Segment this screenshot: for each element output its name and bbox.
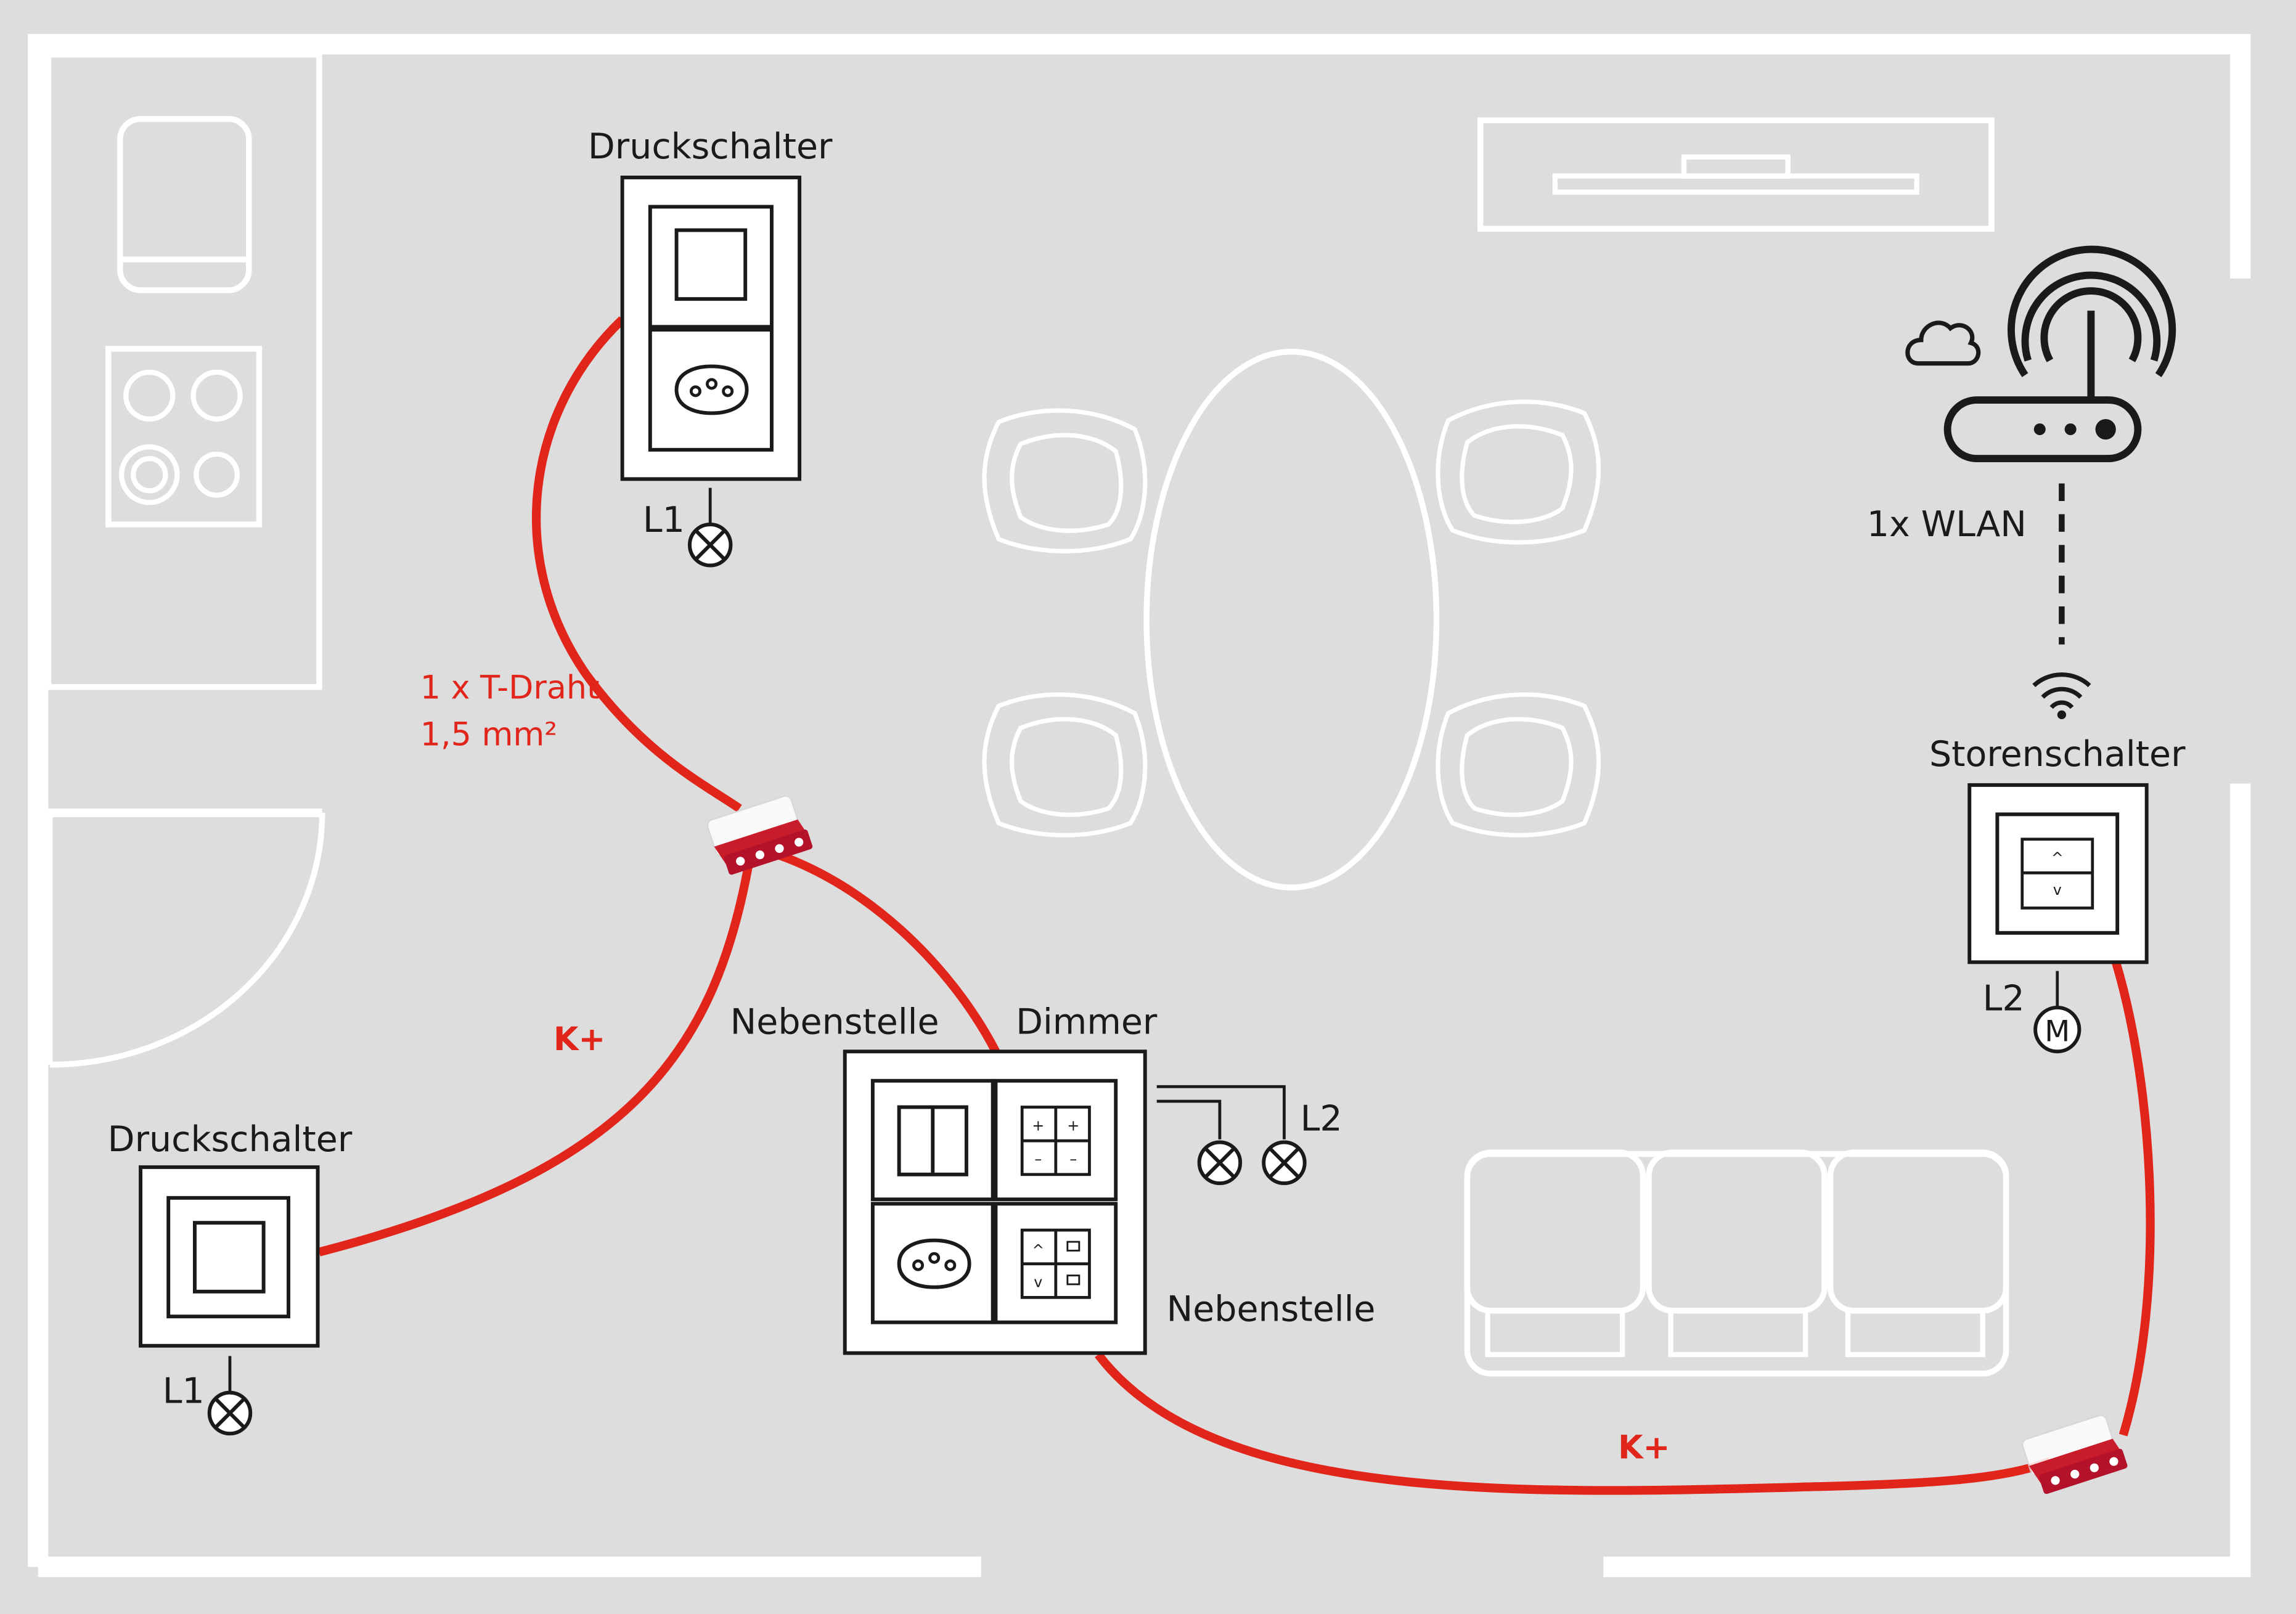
label-l1-left: L1 <box>163 1371 205 1411</box>
socket-icon <box>674 364 749 415</box>
motor-icon: M <box>2033 1005 2082 1054</box>
label-storenschalter: Storenschalter <box>1929 734 2186 775</box>
motor-label: M <box>2045 1015 2070 1049</box>
label-l2-dimmer: L2 <box>1301 1099 1342 1139</box>
key-minus-1: – <box>1034 1151 1042 1168</box>
dimmer-combo[interactable]: + + – – ^ v <box>843 1050 1147 1355</box>
sofa-icon <box>1464 1149 2009 1377</box>
chair-icon <box>984 402 1599 835</box>
lamp-icon <box>1199 1143 1241 1184</box>
key-down: v <box>1034 1274 1042 1291</box>
fridge-icon <box>117 116 252 293</box>
tv-icon <box>1477 117 1995 232</box>
label-l2-store: L2 <box>1983 979 2025 1019</box>
walls <box>28 34 2251 1578</box>
key-plus-1: + <box>1032 1117 1044 1135</box>
label-kplus-bottom: K+ <box>1618 1429 1670 1467</box>
label-nebenstelle-bottom: Nebenstelle <box>1167 1289 1376 1329</box>
store-key-down: v <box>2053 881 2062 899</box>
wires <box>318 316 2155 1495</box>
storenschalter[interactable]: ^ v <box>1967 783 2149 964</box>
lamp-icon <box>1264 1143 1305 1184</box>
key-up: ^ <box>1032 1241 1044 1258</box>
door-icon <box>38 812 325 1068</box>
label-wire-line2: 1,5 mm² <box>420 716 557 754</box>
dining-table-icon <box>1143 348 1440 891</box>
druckschalter-left[interactable] <box>139 1165 320 1348</box>
label-kplus-left: K+ <box>554 1021 605 1058</box>
druckschalter-top[interactable] <box>620 176 802 481</box>
label-wlan: 1x WLAN <box>1867 504 2027 545</box>
lamp-icon <box>690 524 731 566</box>
dimmer-lamps <box>1156 1085 1305 1184</box>
socket-icon <box>897 1238 971 1289</box>
label-nebenstelle-top: Nebenstelle <box>730 1002 939 1043</box>
label-dimmer: Dimmer <box>1016 1002 1158 1043</box>
store-key-up: ^ <box>2051 849 2064 866</box>
label-wire-line1: 1 x T-Draht <box>420 669 600 707</box>
lamp-icon <box>210 1393 251 1434</box>
wifi-icon <box>2032 672 2091 719</box>
key-minus-2: – <box>1069 1151 1077 1168</box>
label-l1-top: L1 <box>643 500 685 540</box>
cloud-icon <box>1905 320 1981 366</box>
router-icon <box>1943 245 2176 463</box>
label-druckschalter-left: Druckschalter <box>108 1119 353 1160</box>
cooktop-icon <box>105 346 263 528</box>
label-druckschalter-top: Druckschalter <box>588 126 833 167</box>
key-plus-2: + <box>1067 1117 1079 1135</box>
